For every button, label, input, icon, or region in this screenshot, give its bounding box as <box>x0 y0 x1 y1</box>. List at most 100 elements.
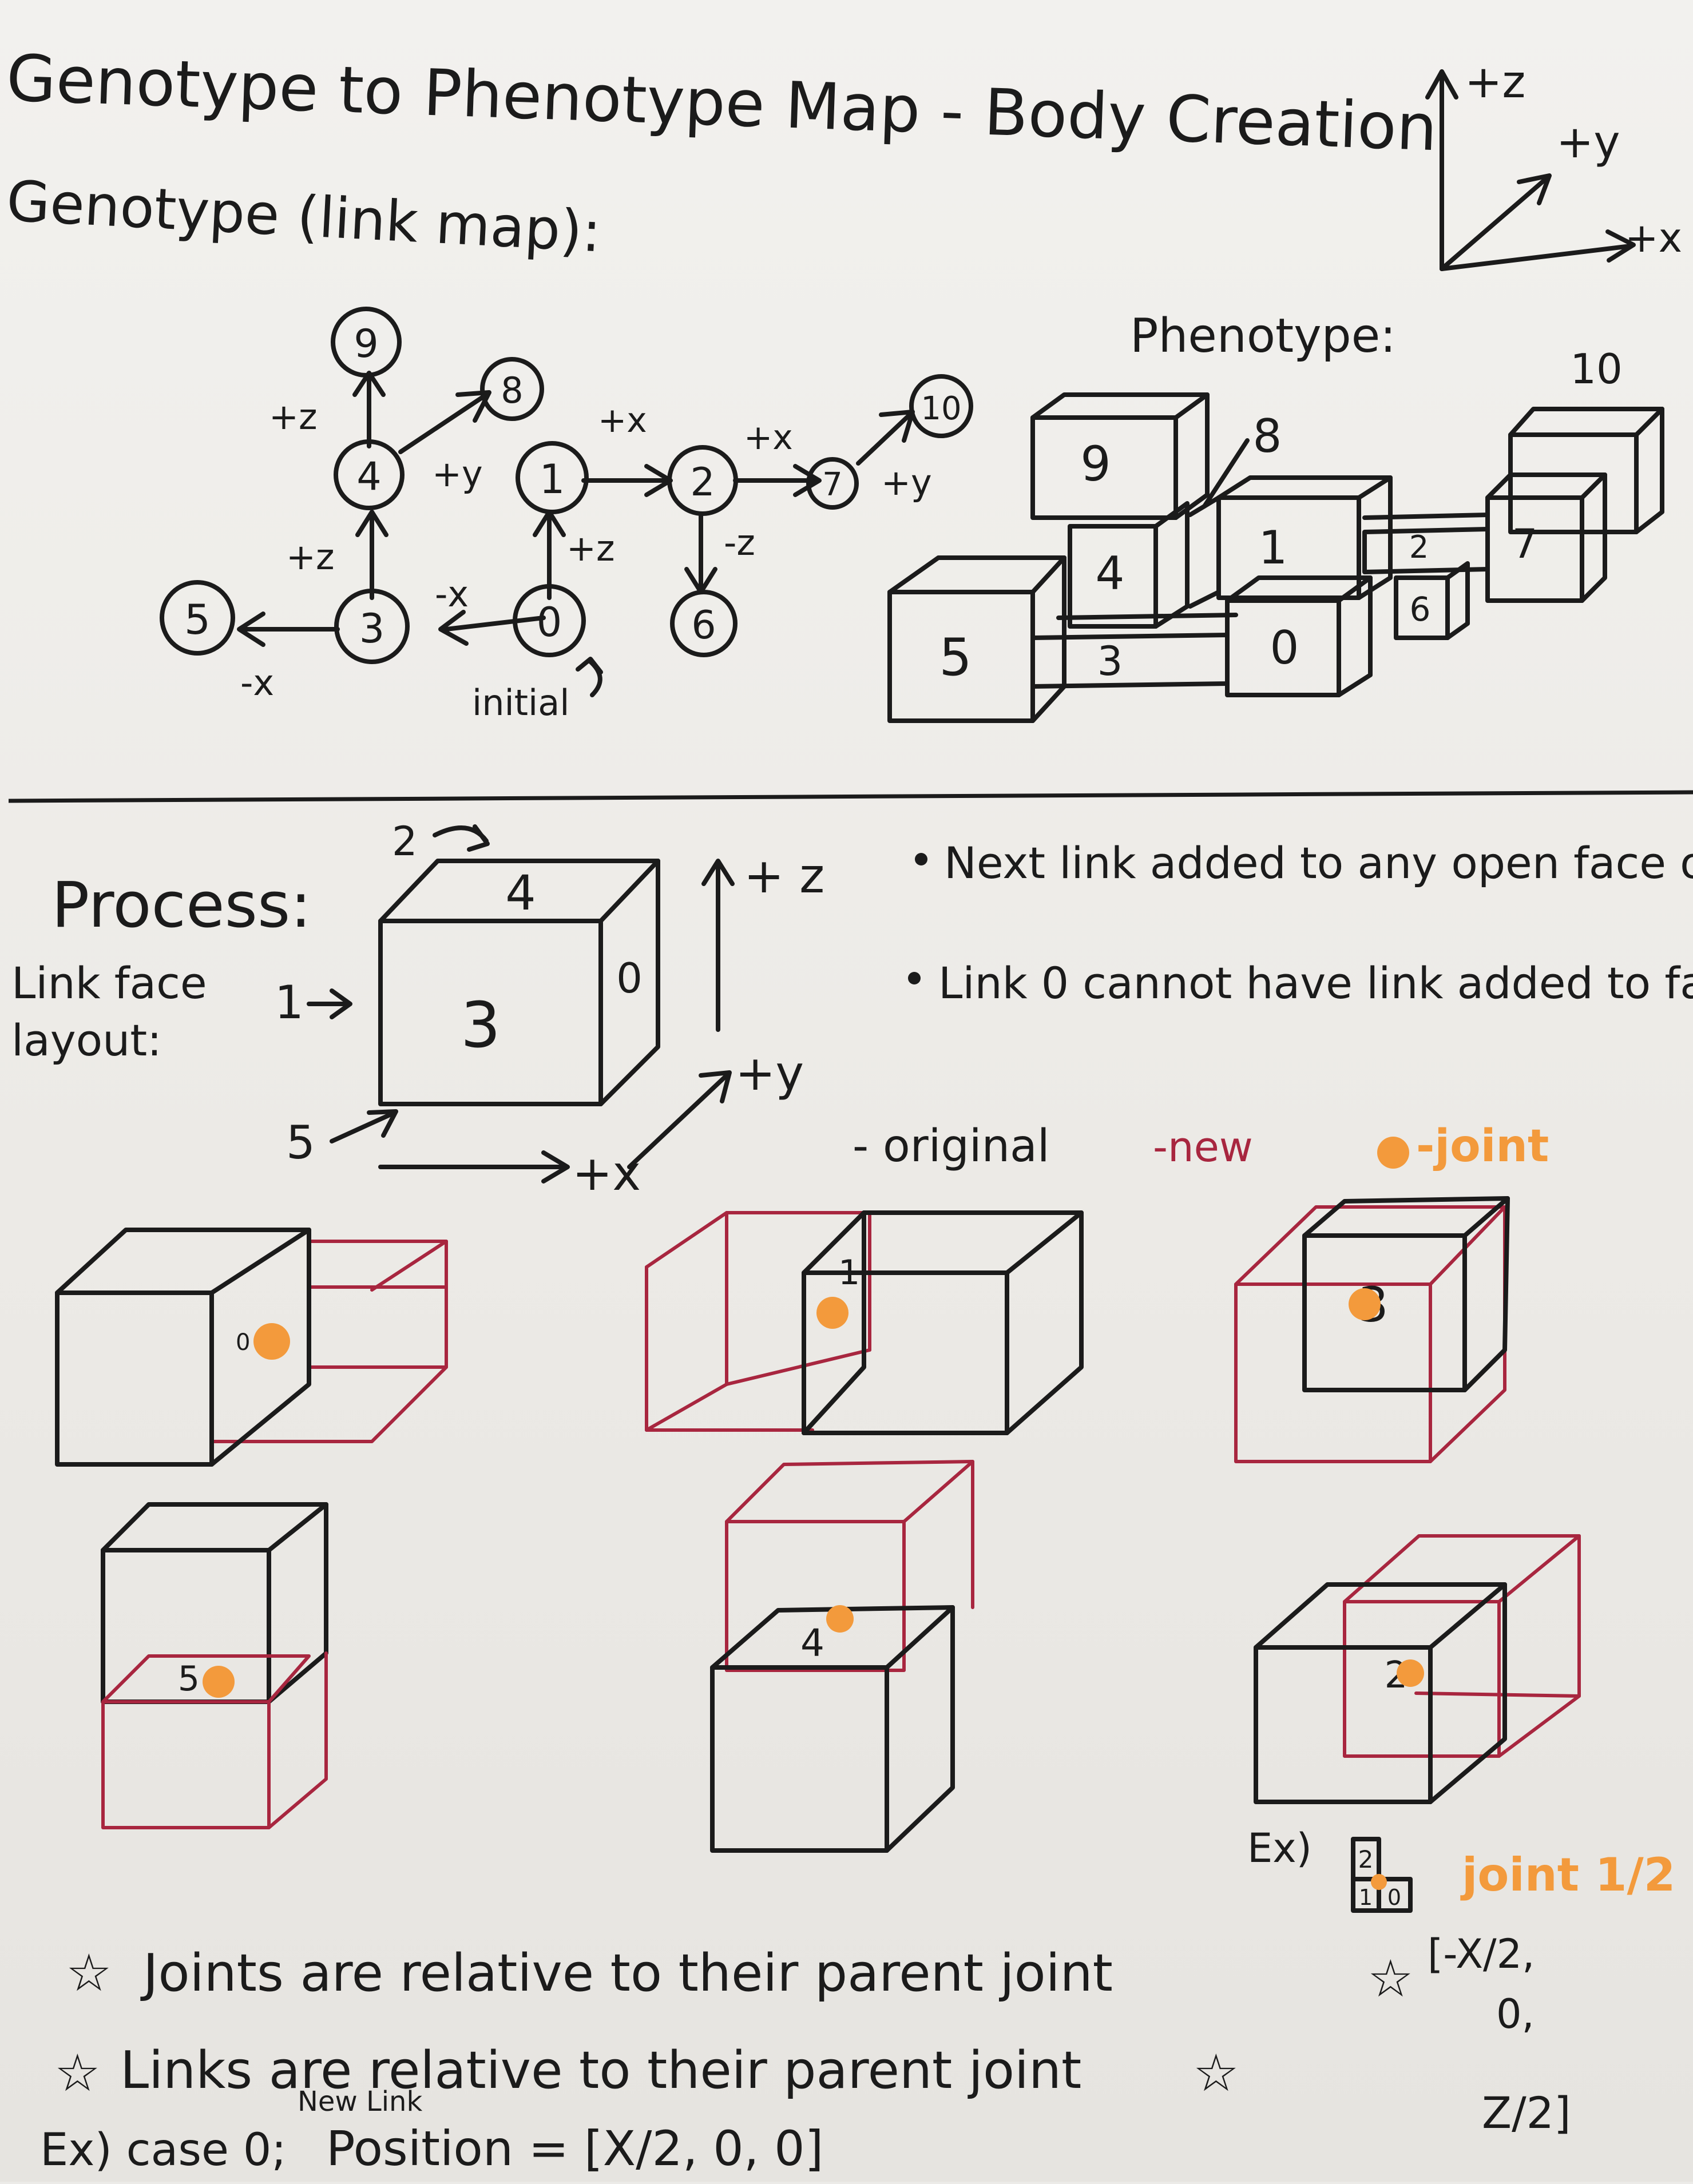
node-9-label: 9 <box>354 321 378 367</box>
face-label-bottom: 5 <box>286 1116 315 1169</box>
genotype-edges <box>237 371 915 647</box>
example-4-label: 4 <box>800 1621 824 1665</box>
phenotype-body: 9 8 10 4 1 2 7 6 5 3 0 <box>887 345 1664 723</box>
axis-key-y: +y <box>1556 117 1620 168</box>
small-ex-cube-2: 2 <box>1358 1845 1374 1873</box>
link-7-cube <box>1485 472 1607 603</box>
joint-dot <box>1349 1288 1381 1320</box>
process-axis-y: +y <box>735 1045 804 1101</box>
note-2: Link 0 cannot have link added to face 5 <box>938 958 1693 1008</box>
legend-joint-dot <box>1377 1137 1409 1169</box>
pheno-label-6: 6 <box>1410 590 1431 629</box>
coord-line-2: 0, <box>1496 1991 1535 2038</box>
face-label-front: 3 <box>461 988 501 1062</box>
node-3-circle <box>334 589 410 664</box>
process-axis-z: + z <box>744 848 824 904</box>
section-divider <box>8 790 1693 803</box>
initial-arrowhead <box>576 657 603 674</box>
star-icon: ☆ <box>1367 1949 1414 2009</box>
link-6-cube <box>1394 561 1470 640</box>
legend-new: -new <box>1153 1123 1253 1171</box>
legend-joint: -joint <box>1416 1121 1549 1172</box>
node-5-circle <box>160 580 235 656</box>
process-notes: Next link added to any open face on body… <box>908 837 1693 1008</box>
example-face-3: 3 <box>1234 1196 1510 1463</box>
axis-key-z: +z <box>1465 57 1525 108</box>
legend-original: - original <box>853 1121 1050 1172</box>
axis-key: +z +y +x <box>1425 57 1682 271</box>
link-face-layout-line1: Link face <box>11 958 207 1008</box>
rule-1: Joints are relative to their parent join… <box>140 1943 1113 2003</box>
pheno-label-5: 5 <box>939 628 972 688</box>
link-10-cube <box>1508 407 1664 534</box>
edge-label-2-7: +x <box>744 418 793 458</box>
node-9-circle <box>331 307 402 378</box>
process-axis-x: +x <box>572 1145 641 1201</box>
small-ex-joint-label: joint 1/2 <box>1460 1848 1675 1901</box>
axis-key-x: +x <box>1625 215 1682 261</box>
edge-label-0-1: +z <box>566 527 615 569</box>
star-icon: ☆ <box>54 2043 101 2103</box>
coord-example: [-X/2, 0, Z/2] <box>1428 1931 1571 2138</box>
pheno-label-0: 0 <box>1270 621 1299 674</box>
edge-label-3-5: -x <box>240 662 274 704</box>
node-0-label: 0 <box>537 599 562 646</box>
small-ex-label: Ex) <box>1247 1825 1312 1872</box>
genotype-edge-labels: +z -x -x +z +z +y +x +x -z +y <box>240 396 932 704</box>
node-3-label: 3 <box>359 605 385 652</box>
node-7-circle <box>806 457 859 510</box>
pheno-label-9: 9 <box>1080 436 1111 492</box>
joint-dot <box>253 1323 290 1360</box>
link-1-cube <box>1216 475 1393 600</box>
coord-line-3: Z/2] <box>1482 2087 1571 2138</box>
node-4-label: 4 <box>356 454 381 499</box>
coord-line-1: [-X/2, <box>1428 1931 1535 1977</box>
edge-label-1-2: +x <box>598 400 647 440</box>
edge-label-4-9: +z <box>269 396 318 438</box>
link-0-cube <box>1225 575 1373 697</box>
edge-label-2-6: -z <box>724 522 755 563</box>
genotype-heading: Genotype (link map): <box>5 169 603 265</box>
example-face-2: 2 <box>1254 1534 1581 1804</box>
pheno-label-4: 4 <box>1096 547 1125 600</box>
initial-label: initial <box>472 682 570 724</box>
phenotype-heading: Phenotype: <box>1130 309 1396 363</box>
node-6-circle <box>670 590 738 657</box>
face-label-right: 0 <box>616 954 643 1002</box>
small-example: Ex) 2 1 0 joint 1/2 <box>1247 1825 1675 1913</box>
joint-dot <box>826 1605 854 1633</box>
node-7-label: 7 <box>822 466 843 503</box>
node-4-circle <box>334 439 405 510</box>
example-1-label: 1 <box>838 1253 860 1293</box>
link-face-layout-line2: layout: <box>11 1015 162 1066</box>
edge-label-0-3: -x <box>435 573 469 615</box>
rule-2: Links are relative to their parent joint <box>120 2040 1081 2100</box>
node-6-label: 6 <box>691 603 716 648</box>
edge-label-3-4: +z <box>286 536 335 578</box>
node-8-label: 8 <box>501 370 523 411</box>
footer-example-formula: Position = [X/2, 0, 0] <box>326 2121 823 2177</box>
pheno-label-2: 2 <box>1409 529 1429 565</box>
face-layout-cube: 4 3 0 1 5 2 <box>275 818 660 1169</box>
example-face-4: 4 <box>710 1460 974 1853</box>
link-4-cube <box>1068 501 1190 629</box>
star-icon: ☆ <box>66 1943 112 2003</box>
page-title: Genotype to Phenotype Map - Body Creatio… <box>5 41 1438 165</box>
process-axes: + z +y +x <box>378 848 824 1201</box>
pheno-label-10: 10 <box>1570 345 1623 393</box>
face-label-top: 4 <box>505 865 536 921</box>
face-label-left: 1 <box>275 976 304 1029</box>
node-5-label: 5 <box>184 595 211 644</box>
pheno-label-7: 7 <box>1512 521 1538 567</box>
legend: - original -new -joint <box>853 1121 1549 1172</box>
node-2-circle <box>667 445 738 516</box>
footer-example-note: New Link <box>298 2086 422 2118</box>
footer-rules: ☆ Joints are relative to their parent jo… <box>40 1943 1414 2177</box>
example-0-label: 0 <box>236 1329 250 1356</box>
star-icon: ☆ <box>1193 2043 1239 2103</box>
process-heading: Process: <box>51 868 311 942</box>
node-10-circle <box>909 374 973 438</box>
face-label-back: 2 <box>392 818 418 865</box>
example-face-1: 1 <box>645 1210 1084 1435</box>
